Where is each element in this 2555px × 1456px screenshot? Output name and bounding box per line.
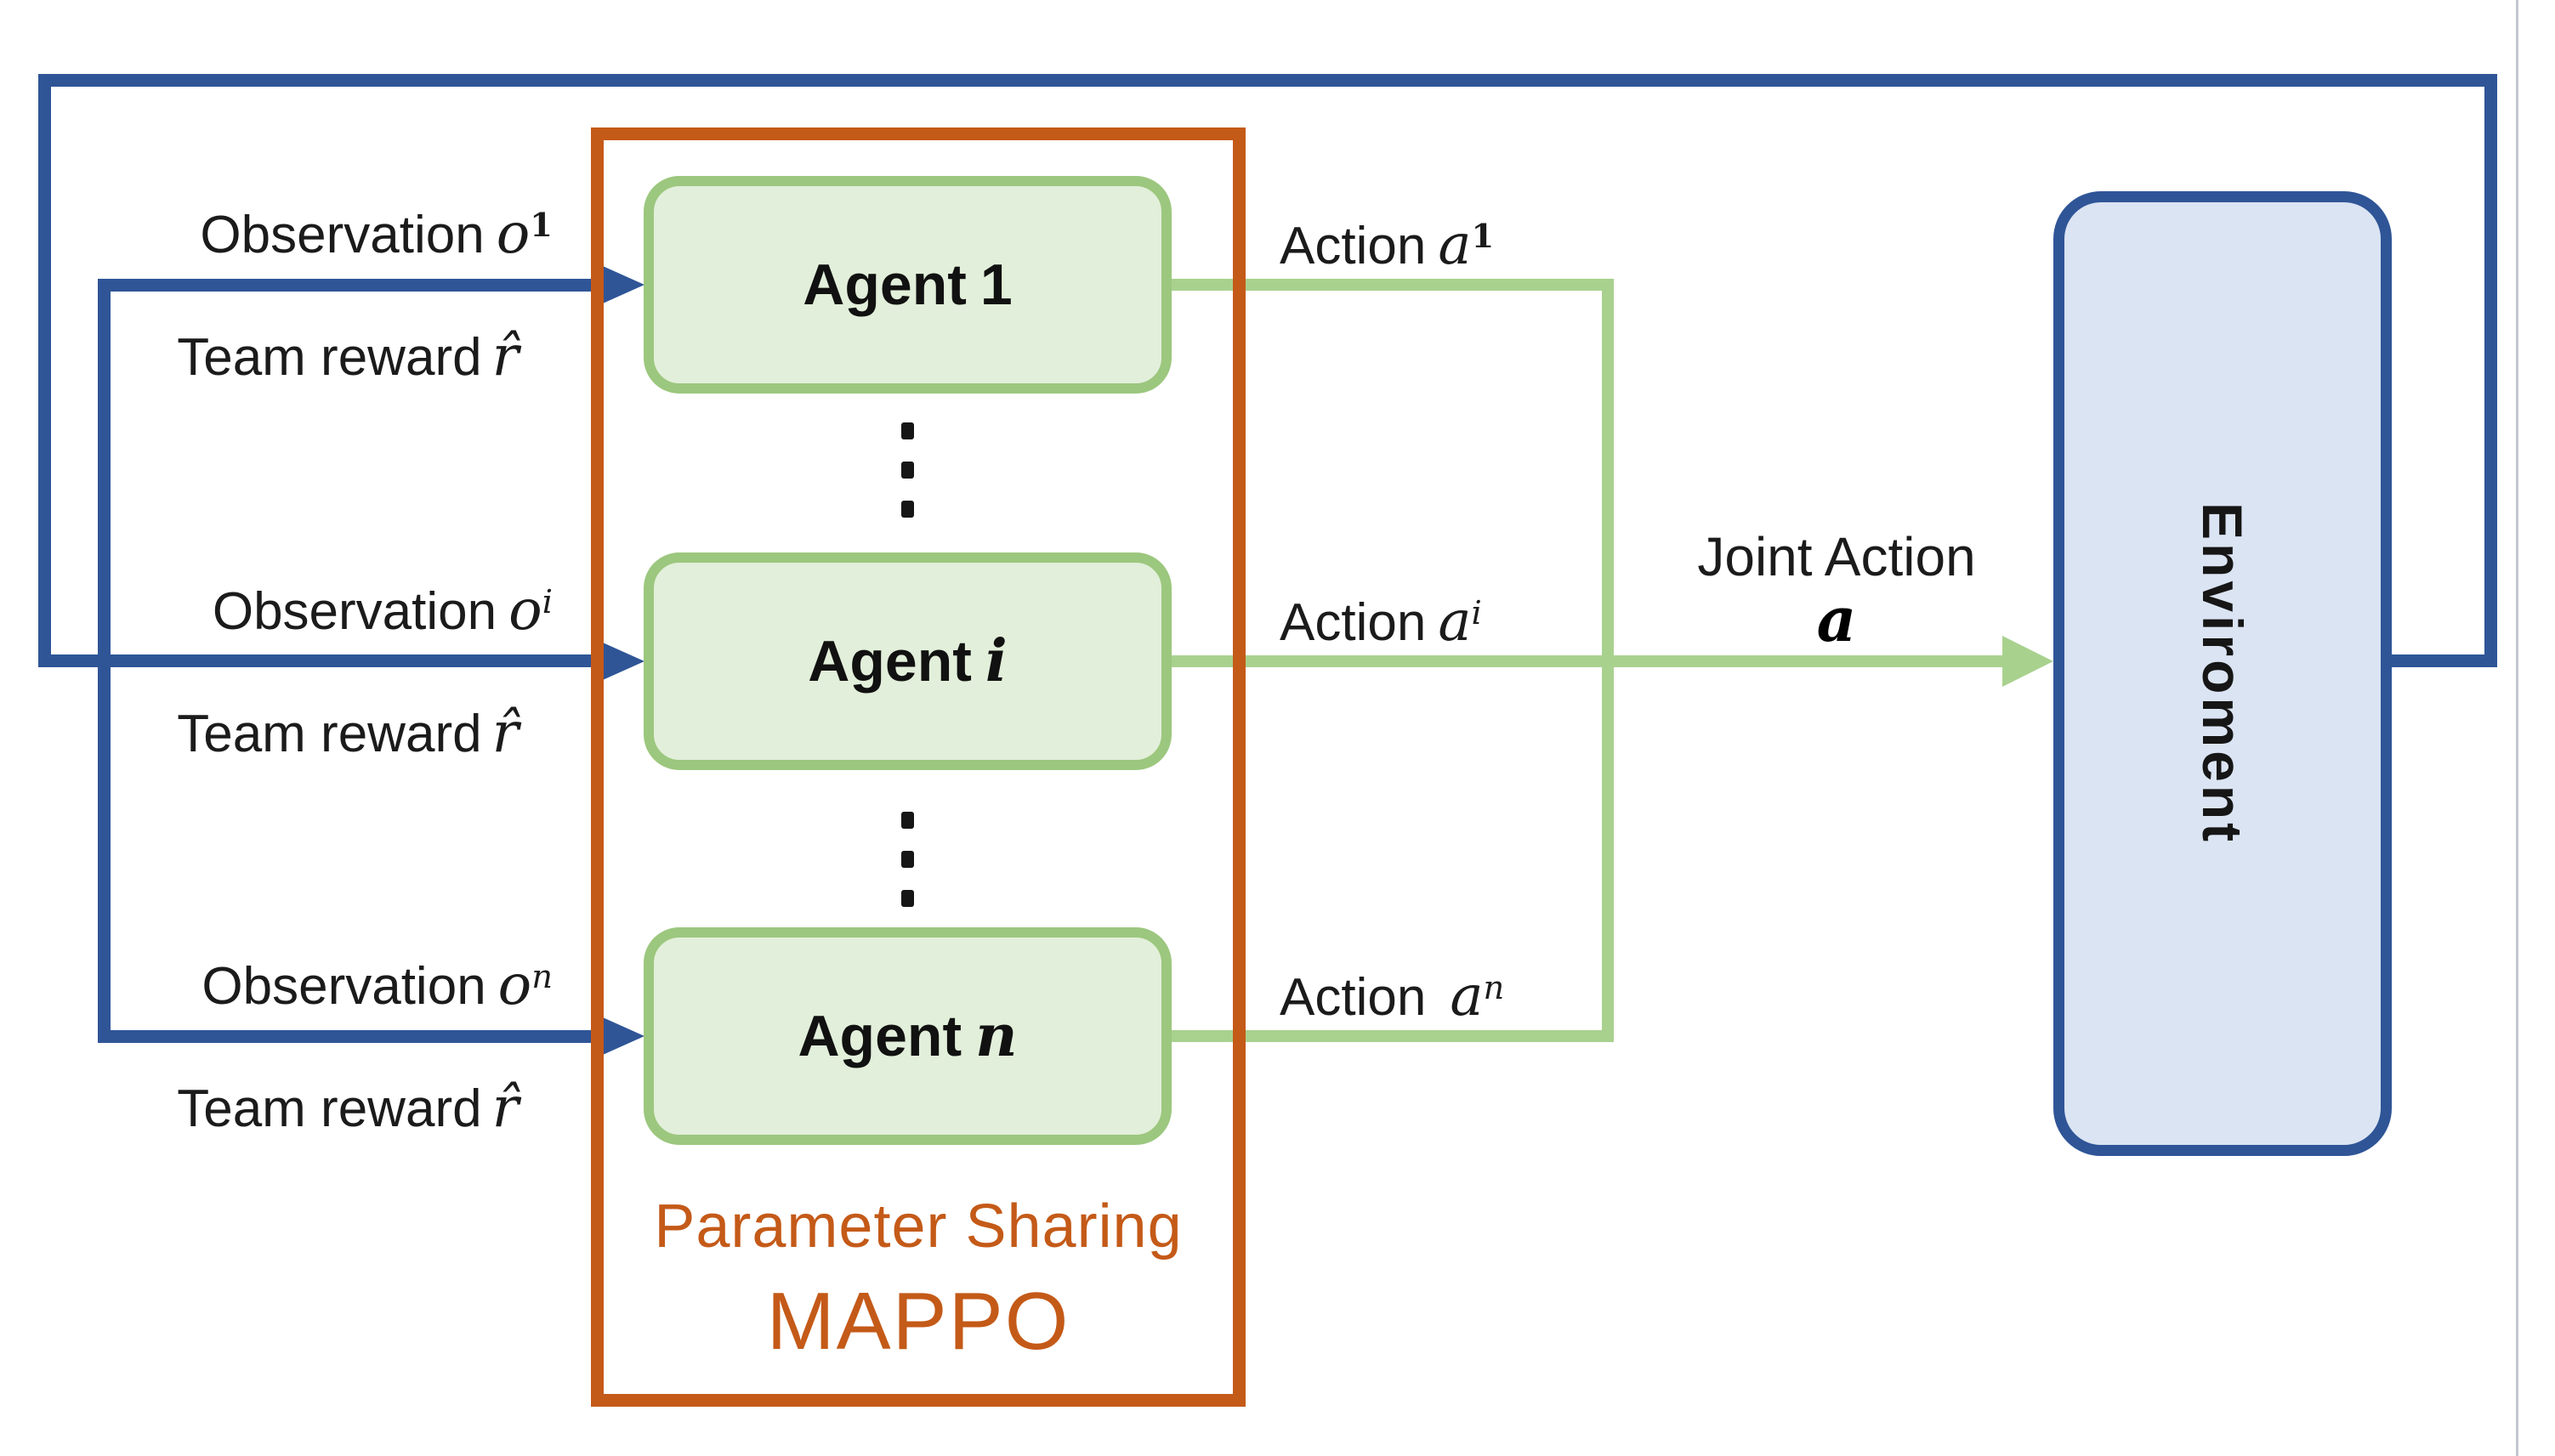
action-symbol: a [1450,964,1484,1028]
ellipsis-dot [901,812,914,829]
observation-superscript: n [531,957,553,996]
loop-top-line [38,74,2497,87]
joint-action-symbol: a [1816,583,1857,655]
reward-word: Team reward [177,1079,482,1138]
agent-i-index: i [985,627,1008,695]
parameter-sharing-caption: Parameter Sharing [654,1193,1183,1261]
observation-superscript: i [542,582,553,621]
action-word: Action [1280,968,1427,1027]
observation-word: Observation [200,206,485,264]
observation-line-agent-i [38,654,595,667]
observation-word: Observation [212,582,497,641]
action-symbol: a [1438,212,1472,277]
ellipsis-dot [901,501,914,518]
agent-n-index: n [975,1002,1018,1070]
agent-1-label: Agent [803,252,967,317]
agent-i-box: Agent i [644,552,1172,770]
joint-action-label: Joint Action [1697,526,1976,587]
observation-symbol: o [508,578,542,643]
agent-i-label: Agent [808,629,972,694]
observation-superscript: 1 [530,206,553,245]
action-line-agent-1 [1172,279,1602,291]
observation-word: Observation [202,957,486,1016]
action-superscript: 1 [1471,217,1495,256]
ellipsis-dot [901,422,914,439]
observation-line-agent-1 [98,279,595,292]
loop-left-line [38,74,51,667]
action-line-agent-n [1172,1030,1602,1042]
environment-box: Enviroment [2053,191,2392,1156]
ellipsis-dot [901,890,914,907]
reward-symbol: r̂ [491,700,519,765]
reward-symbol: r̂ [491,324,519,388]
mappo-caption: MAPPO [766,1276,1070,1367]
page-edge-line [2516,0,2518,1456]
parameter-sharing-box [591,127,1246,1407]
environment-label: Enviroment [2191,501,2254,846]
agent-n-box: Agent n [644,927,1172,1145]
joint-action-arrow-icon [2002,636,2053,687]
agent-1-box: Agent 1 [644,176,1172,394]
reward-word: Team reward [177,705,482,763]
loop-right-line [2484,74,2497,667]
environment-output-connector [2392,654,2497,667]
agent-1-index: 1 [979,252,1013,317]
action-superscript: n [1483,968,1505,1007]
ellipsis-dot [901,462,914,479]
joint-action-line [1172,655,2002,667]
action-word: Action [1280,593,1427,652]
observation-symbol: o [496,201,531,266]
reward-word: Team reward [177,328,482,387]
action-superscript: i [1471,593,1482,632]
agent-n-label: Agent [798,1004,962,1068]
action-word: Action [1280,217,1427,275]
ellipsis-dot [901,851,914,868]
reward-symbol: r̂ [491,1075,519,1140]
action-symbol: a [1438,589,1472,654]
observation-symbol: o [497,953,532,1017]
observation-line-agent-n [98,1030,595,1043]
